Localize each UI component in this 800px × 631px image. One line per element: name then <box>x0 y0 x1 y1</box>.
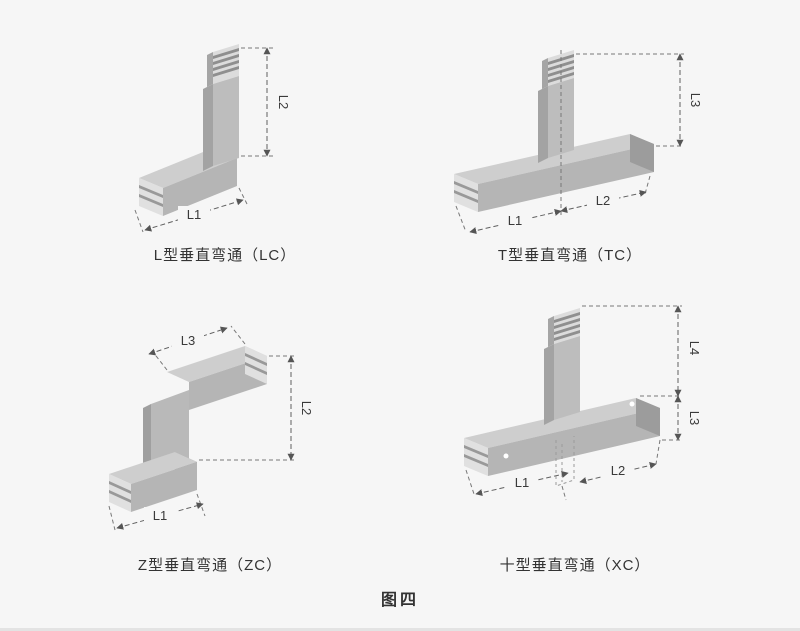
lc-riser-fin-side <box>207 52 213 87</box>
lc-fitting <box>139 44 239 216</box>
xc-riser-fin <box>554 330 580 341</box>
lc-riser-fin <box>213 54 239 65</box>
xc-riser-fin-side <box>548 316 554 347</box>
tc-flange-stripe <box>454 190 478 203</box>
xc-drawing: L4 L3 L1 L2 <box>464 305 700 501</box>
lc-riser-fin <box>213 60 239 71</box>
lc-riser-fin <box>213 48 239 59</box>
lc-riser-front-face <box>213 76 239 166</box>
xc-dim-label-l1: L1 <box>515 475 529 490</box>
xc-riser-front-face <box>554 336 580 420</box>
zc-dim-label-l2: L2 <box>299 401 314 415</box>
zc-dim-label-l1: L1 <box>153 508 167 523</box>
tc-fitting <box>454 50 654 218</box>
xc-dim-label-l4: L4 <box>687 341 700 355</box>
xc-riser-side-face <box>544 344 554 425</box>
lc-dimensions: L2 L1 <box>134 47 291 233</box>
lc-drawing: L2 L1 <box>134 44 291 233</box>
zc-flange-stripe <box>109 481 131 494</box>
tc-drawing: L3 L1 L2 <box>454 50 700 234</box>
xc-duct-top-face <box>464 398 660 448</box>
xc-flange-stripe <box>464 454 488 467</box>
zc-dim-label-l3: L3 <box>181 333 195 348</box>
xc-dim-label-l2: L2 <box>611 463 625 478</box>
tc-duct-top-face <box>454 134 654 184</box>
xc-mount-hole <box>503 453 509 459</box>
tc-duct-front-face <box>478 144 654 212</box>
lc-riser-fin <box>213 66 239 77</box>
tc-dim-label-l2: L2 <box>596 193 610 208</box>
xc-fitting <box>464 308 660 487</box>
zc-drawing: L3 L2 L1 <box>108 325 314 531</box>
lc-riser-side-face <box>203 84 213 171</box>
zc-mid-slab-front <box>151 390 189 474</box>
tc-duct-right-end <box>630 134 654 172</box>
lc-flange-stripe <box>139 185 163 198</box>
zc-flange-stripe <box>109 490 131 503</box>
xc-riser-fin <box>554 324 580 335</box>
caption-tc: T型垂直弯通（TC） <box>497 247 643 264</box>
xc-duct-right-end <box>636 398 660 436</box>
xc-dimensions: L4 L3 L1 L2 <box>465 305 700 501</box>
zc-fitting <box>109 346 267 512</box>
zc-flange-stripe <box>245 353 267 366</box>
xc-dim-label-l3: L3 <box>687 411 700 425</box>
xc-flange-stripe <box>464 445 488 458</box>
tc-dim-label-l3: L3 <box>688 93 700 107</box>
tc-riser-front-face <box>548 78 574 158</box>
zc-mid-slab-side <box>143 404 151 476</box>
tc-dimensions: L3 L1 L2 <box>455 53 700 234</box>
figure-title: 图四 <box>380 592 419 609</box>
zc-bottom-arm-front-face <box>131 462 197 512</box>
caption-lc: L型垂直弯通（LC） <box>153 247 297 264</box>
xc-riser-fin <box>554 318 580 329</box>
xc-riser-fin <box>554 312 580 323</box>
zc-top-arm-top-face <box>167 346 267 382</box>
lc-dim-label-l2: L2 <box>276 95 291 109</box>
xc-mount-hole <box>629 401 635 407</box>
zc-flange-stripe <box>245 362 267 375</box>
tc-riser-fin <box>548 72 574 83</box>
page-bottom-edge <box>0 628 800 631</box>
tc-riser-side-face <box>538 86 548 163</box>
tc-riser-fin-side <box>542 58 548 89</box>
tc-dim-label-l1: L1 <box>508 213 522 228</box>
caption-zc: Z型垂直弯通（ZC） <box>137 557 283 574</box>
caption-xc: 十型垂直弯通（XC） <box>499 557 651 574</box>
tc-flange-stripe <box>454 181 478 194</box>
lc-dim-label-l1: L1 <box>187 207 201 222</box>
zc-dimensions: L3 L2 L1 <box>108 325 314 531</box>
zc-bottom-arm-top-face <box>109 452 197 484</box>
